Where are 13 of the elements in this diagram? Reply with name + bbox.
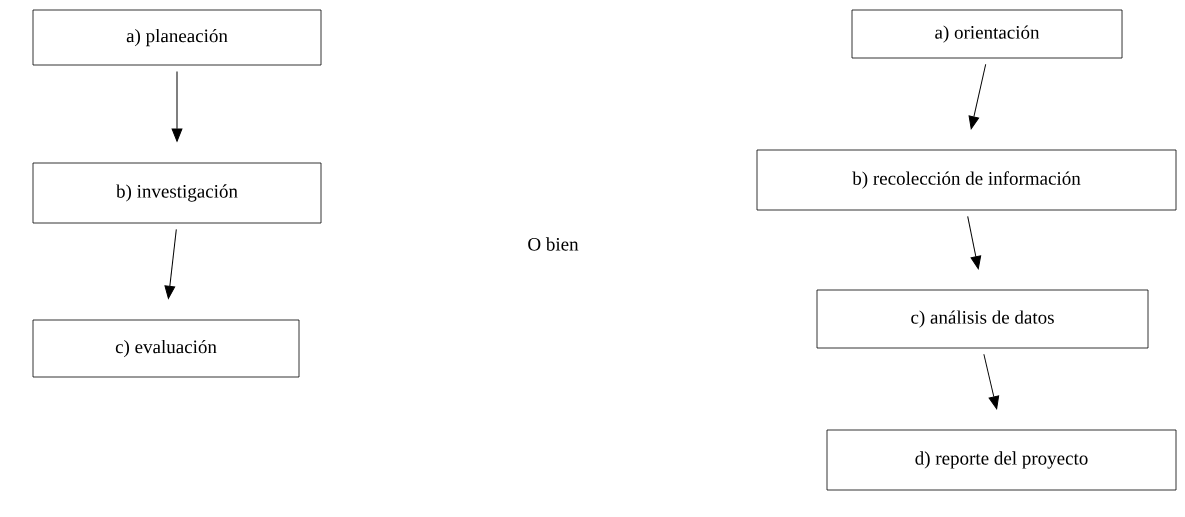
arrow [164, 228, 177, 299]
process-box: c) análisis de datos [816, 289, 1149, 349]
note-text: O bien [528, 237, 579, 251]
arrow [967, 215, 982, 270]
process-box: b) recolección de información [756, 149, 1177, 211]
process-box: d) reporte del proyecto [826, 429, 1177, 491]
process-box: a) planeación [32, 9, 322, 66]
process-box: b) investigación [32, 162, 322, 224]
arrow [171, 70, 183, 142]
arrow [968, 63, 987, 130]
process-box: c) evaluación [32, 319, 300, 378]
arrow [983, 353, 1000, 410]
process-box: a) orientación [851, 9, 1123, 59]
